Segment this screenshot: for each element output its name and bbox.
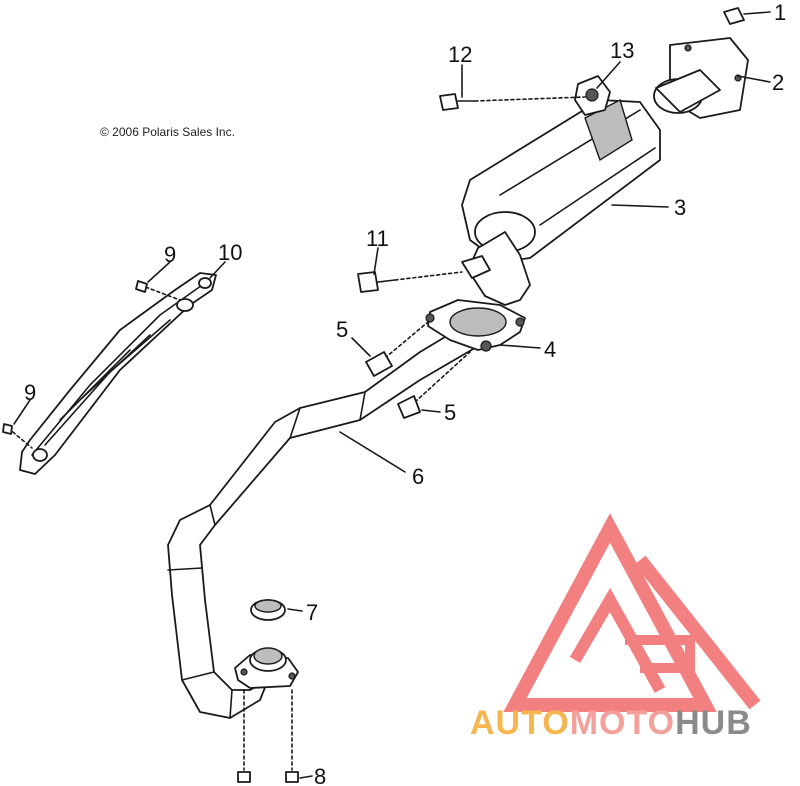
muffler [461,98,661,306]
callout-11: 11 [366,226,389,251]
watermark-hub: HUB [675,704,752,742]
muffler-mount-bracket [574,75,611,116]
bolt-12 [439,93,586,111]
callout-9-lower: 9 [24,380,36,405]
watermark-moto: MOTO [570,704,675,742]
clamp-bolt-5-lower [397,351,471,419]
leader-lines [13,11,771,779]
flange-nuts-8 [237,689,299,783]
callout-13: 13 [610,38,634,63]
callout-3: 3 [674,195,686,220]
callout-labels: 1 2 3 4 5 5 6 7 8 9 9 10 11 12 13 [24,0,786,786]
callout-7: 7 [306,600,318,625]
exhaust-gasket [250,599,286,621]
copyright-notice: © 2006 Polaris Sales Inc. [100,125,235,139]
callout-10: 10 [218,240,242,265]
watermark-text: AUTOMOTOHUB [470,704,752,742]
callout-5-upper: 5 [336,317,348,342]
bolt-11 [357,255,491,293]
screw-1 [723,7,745,25]
bolt-9-upper [135,280,181,301]
callout-9-upper: 9 [164,242,176,267]
automotohub-logo [503,513,761,712]
clamp-bolt-5-upper [365,321,429,377]
heat-shield-bracket [19,272,217,475]
exhaust-flange [234,647,299,689]
callout-6: 6 [412,464,424,489]
callout-5-lower: 5 [444,400,456,425]
callout-8: 8 [314,764,326,786]
callout-2: 2 [772,70,784,95]
bolt-9-lower [2,423,33,449]
pipe-clamp [425,299,526,352]
watermark-auto: AUTO [470,704,570,742]
svg-text:AUTOMOTOHUB: AUTOMOTOHUB [470,704,752,742]
callout-1: 1 [774,0,786,25]
callout-12: 12 [448,42,472,67]
spark-arrestor-tip [653,37,749,119]
callout-4: 4 [544,337,556,362]
header-pipe [167,321,481,719]
